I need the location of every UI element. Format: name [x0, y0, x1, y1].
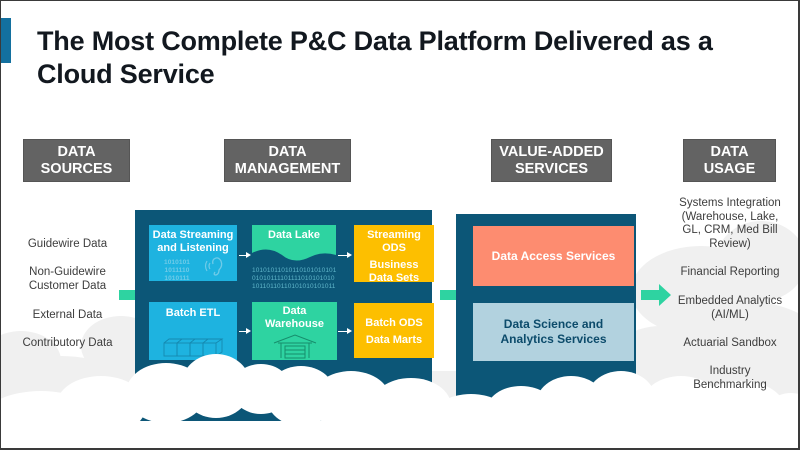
usage-item: Industry Benchmarking: [661, 365, 798, 392]
warehouse-icon: [273, 334, 317, 359]
source-item: Contributory Data: [22, 337, 113, 349]
tile-line: Business: [369, 259, 419, 271]
page-title: The Most Complete P&C Data Platform Deli…: [37, 26, 713, 89]
usage-item: Actuarial Sandbox: [661, 337, 798, 351]
tile-line: Warehouse: [265, 318, 324, 330]
header-data-sources: DATA SOURCES: [23, 139, 130, 182]
header-data-management: DATA MANAGEMENT: [224, 139, 351, 182]
tile-label: Batch ETL: [165, 307, 221, 319]
header-line: USAGE: [703, 160, 756, 177]
tile-line: Data: [282, 305, 307, 317]
service-line: Data Science and: [503, 317, 604, 331]
header-line: SOURCES: [40, 160, 113, 177]
usage-line: Embedded Analytics: [677, 295, 783, 307]
usage-line: Industry: [709, 365, 751, 377]
flow-arrow-icon: [338, 252, 352, 258]
header-line: DATA: [268, 143, 307, 160]
flow-arrow-icon: [338, 328, 352, 334]
tile-data-warehouse: Data Warehouse: [252, 302, 337, 360]
binary-line: 10101011010110101010101: [252, 267, 337, 274]
header-line: VALUE-ADDED: [499, 143, 604, 160]
tile-batch-etl: Batch ETL: [149, 302, 237, 360]
tile-label: Batch ODS Data Marts: [354, 317, 434, 347]
tile-streaming-ods: Streaming ODS Business Data Sets: [354, 225, 434, 285]
binary-line: 10110110110101010101011: [252, 283, 336, 290]
arrow-right-icon: [641, 284, 671, 306]
usage-item: Embedded Analytics (AI/ML): [661, 295, 798, 322]
binary-text: 10101011010110101010101 0101011110111101…: [252, 267, 336, 291]
data-access-services: Data Access Services: [473, 226, 634, 286]
binary-text: 1010101 1011110 1010111: [164, 259, 190, 283]
usage-line: Systems Integration: [679, 197, 781, 209]
header-line: DATA: [57, 143, 96, 160]
source-item: Guidewire Data: [27, 238, 108, 250]
usage-line: GL, CRM, Med Bill: [682, 224, 778, 236]
usage-line: Benchmarking: [693, 378, 767, 391]
usage-line: Review): [709, 237, 751, 250]
binary-line: 1011110: [164, 267, 190, 274]
accent-bar: [1, 18, 11, 63]
usage-item: Financial Reporting: [661, 266, 798, 280]
header-line: DATA: [710, 143, 749, 160]
tile-line: Streaming: [367, 229, 421, 241]
binary-line: 01010111101111010101010: [252, 275, 335, 282]
ear-listening-icon: [204, 257, 223, 276]
usage-line: Financial Reporting: [680, 266, 780, 278]
tile-data-lake: Data Lake: [252, 225, 336, 261]
usage-item: Systems Integration (Warehouse, Lake, GL…: [661, 197, 798, 251]
data-lake-banner: [252, 225, 336, 261]
tile-label: Data Streaming and Listening: [149, 229, 237, 255]
tile-line: Batch ODS: [365, 317, 423, 329]
tile-line: Data Marts: [365, 334, 423, 346]
header-data-usage: DATA USAGE: [683, 139, 776, 182]
tile-batch-ods: Batch ODS Data Marts: [354, 303, 434, 358]
binary-line: 1010111: [164, 275, 190, 282]
tile-line: and Listening: [157, 242, 229, 254]
binary-line: 1010101: [164, 259, 191, 266]
flow-arrow-icon: [239, 252, 251, 258]
tile-label: Data Lake: [268, 229, 320, 241]
tile-data-streaming: Data Streaming and Listening 1010101 101…: [149, 225, 237, 283]
source-line: Customer Data: [28, 279, 107, 292]
data-science-analytics-services: Data Science and Analytics Services: [473, 303, 634, 361]
source-line: Non-Guidewire: [29, 266, 106, 278]
usage-line: (Warehouse, Lake,: [681, 210, 779, 223]
header-line: SERVICES: [514, 160, 589, 177]
tile-label: Streaming ODS Business Data Sets: [354, 229, 434, 285]
header-value-added-services: VALUE-ADDED SERVICES: [491, 139, 612, 182]
source-item: External Data: [32, 309, 103, 321]
tile-line: Data Streaming: [152, 229, 234, 241]
usage-line: Actuarial Sandbox: [683, 337, 777, 349]
source-item: Non-Guidewire Customer Data: [15, 266, 120, 293]
usage-line: (AI/ML): [711, 308, 749, 321]
tile-line: ODS: [382, 242, 406, 254]
service-line: Analytics Services: [500, 332, 607, 346]
tile-label: Data Warehouse: [252, 305, 337, 331]
header-line: MANAGEMENT: [234, 160, 341, 177]
tile-line: Data Sets: [368, 272, 420, 284]
flow-arrow-icon: [239, 328, 251, 334]
cubes-icon: [163, 338, 224, 357]
